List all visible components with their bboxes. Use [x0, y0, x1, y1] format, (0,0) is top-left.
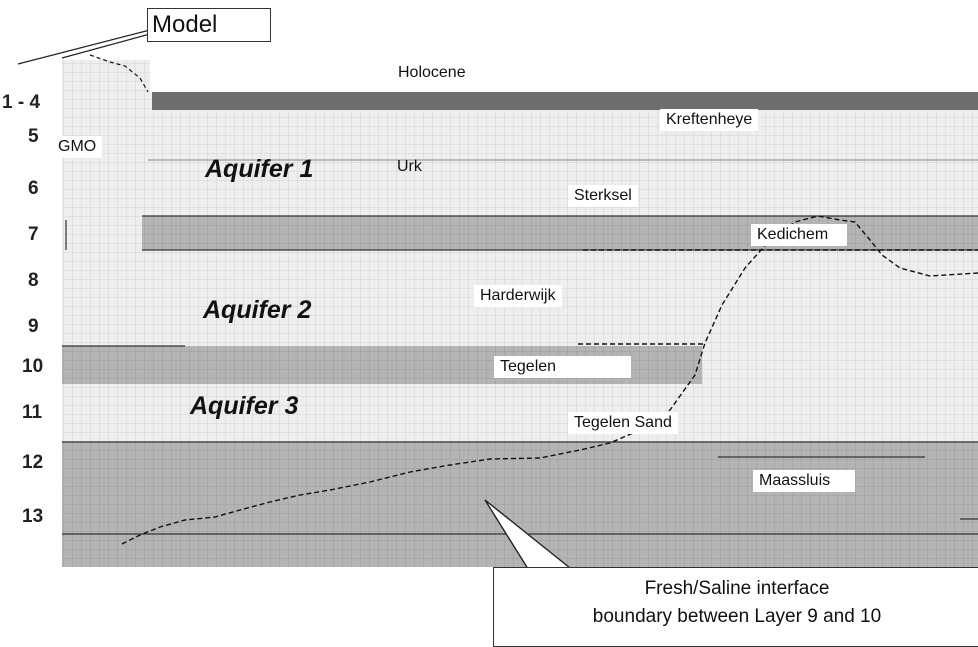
model-label: Model — [152, 11, 218, 38]
layer-number-9: 9 — [28, 316, 39, 337]
aquifer-2-label: Aquifer 2 — [203, 296, 312, 324]
interface-callout-box: Fresh/Saline interface boundary between … — [493, 567, 978, 647]
layer-number-12: 12 — [22, 452, 44, 473]
model-pointer-line-1 — [17, 29, 151, 65]
holocene-label: Holocene — [398, 64, 466, 81]
harderwijk-label: Harderwijk — [474, 285, 562, 307]
layer-number-11: 11 — [22, 402, 43, 423]
fresh-saline-interface — [121, 215, 978, 545]
kreftenheye-label: Kreftenheye — [660, 109, 759, 131]
layer-number-7: 7 — [28, 224, 39, 245]
kedichem-label: Kedichem — [751, 224, 847, 246]
aquifer-3-label: Aquifer 3 — [190, 392, 299, 420]
model-pointer-line-2 — [61, 33, 151, 59]
sterksel-label: Sterksel — [568, 185, 638, 207]
model-label-box: Model — [147, 8, 271, 42]
layer-number-8: 8 — [28, 270, 39, 291]
model-top-dashed-line — [89, 54, 149, 93]
layer-number-5: 5 — [28, 126, 39, 147]
layer-number-13: 13 — [22, 506, 44, 527]
model-top-surface — [62, 60, 150, 92]
callout-line-2: boundary between Layer 9 and 10 — [592, 606, 882, 627]
tegelen-label: Tegelen — [494, 356, 631, 378]
aquifer-1-label: Aquifer 1 — [205, 155, 314, 183]
callout-line-1: Fresh/Saline interface — [644, 578, 830, 599]
layer-number-6: 6 — [28, 178, 39, 199]
holocene-band — [152, 92, 978, 110]
maassluis-label: Maassluis — [753, 470, 855, 492]
layer-number-1-4: 1 - 4 — [2, 92, 41, 113]
gmo-label: GMO — [52, 136, 103, 158]
layer-number-10: 10 — [22, 356, 44, 377]
urk-label: Urk — [397, 158, 422, 175]
tegelen-sand-label: Tegelen Sand — [568, 412, 678, 434]
